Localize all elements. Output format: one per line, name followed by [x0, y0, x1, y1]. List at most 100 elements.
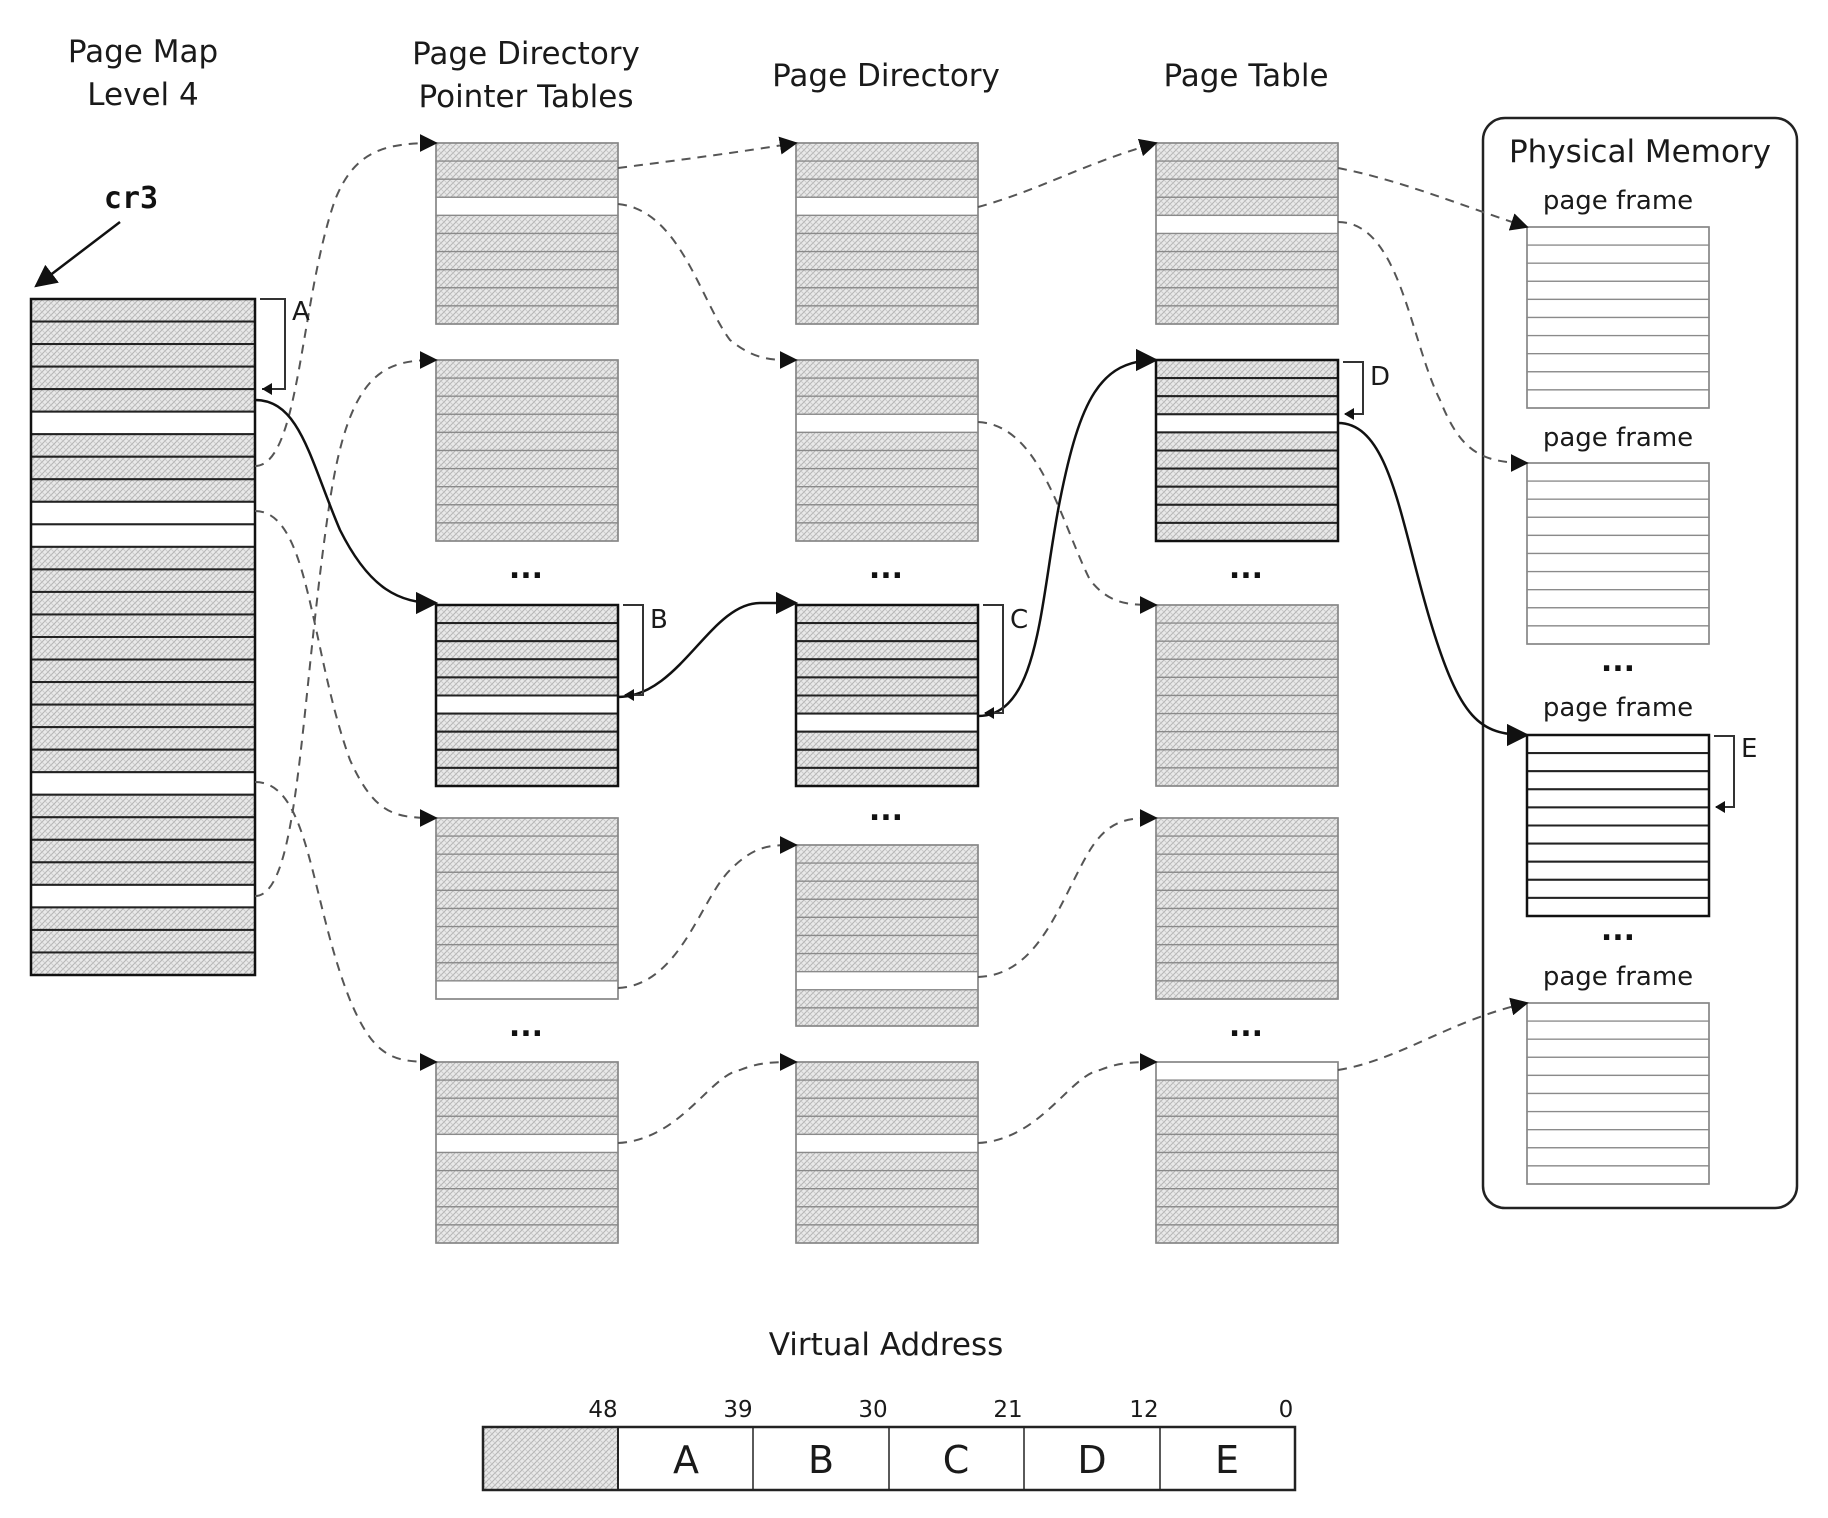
page-frame-3-row — [1526, 806, 1710, 827]
page-frame-3-row — [1526, 752, 1710, 773]
page-frame-1-row — [1526, 371, 1710, 391]
bracket-c — [983, 604, 1004, 714]
pt-table-2-row — [1155, 467, 1339, 488]
column-titles: Page Map Level 4 Page Directory Pointer … — [68, 34, 1329, 115]
pdpt-table-5-row — [435, 1169, 619, 1190]
bracket-b-arrowhead — [624, 689, 634, 701]
pml4-table-row — [30, 365, 256, 391]
pml4-table-row — [30, 906, 256, 931]
pml4-table-row — [30, 748, 256, 774]
pd-table-3-row — [795, 658, 979, 679]
pdpt-table-1-row — [435, 196, 619, 217]
page-frame-1-row — [1526, 353, 1710, 373]
pd-table-4-row — [795, 934, 979, 955]
link-pdpt1-pd2 — [617, 203, 798, 369]
pdpt-table-5-row — [435, 1133, 619, 1154]
ellipsis-pt-1: ... — [1229, 551, 1263, 586]
link-pml4-pdpt2 — [254, 351, 438, 897]
page-frame-2-row — [1526, 480, 1710, 500]
pdpt-title-line2: Pointer Tables — [419, 79, 634, 115]
pml4-table-row — [30, 343, 256, 368]
pdpt-table-4-row — [435, 907, 619, 928]
pd-table-3-row — [795, 640, 979, 661]
va-sign-extension — [483, 1427, 618, 1490]
pd-table-5-row — [795, 1061, 979, 1081]
pdpt-table-2-row — [435, 359, 619, 379]
pml4-table-row — [30, 883, 256, 909]
pt-table-1-row — [1155, 142, 1339, 162]
va-bit-0: 0 — [1279, 1397, 1294, 1423]
bracket-b — [623, 604, 644, 696]
pdpt-table-1-row — [435, 305, 619, 325]
pd-table-1-row — [795, 232, 979, 253]
va-field-d: D — [1077, 1438, 1106, 1482]
pd-table-5-row — [795, 1133, 979, 1154]
pt-table-4-row — [1155, 853, 1339, 873]
va-field-a: A — [673, 1438, 699, 1482]
page-frame-3-row — [1526, 860, 1710, 881]
pdpt-table-2-row — [435, 431, 619, 452]
pml4-table-row — [30, 816, 256, 841]
page-frame-3-row — [1526, 734, 1710, 755]
pdpt-table-5-row — [435, 1097, 619, 1117]
active-path-links — [254, 348, 1530, 747]
pt-table-1-row — [1155, 178, 1339, 198]
pd-table-2-row — [795, 504, 979, 524]
pt-table-2 — [1154, 358, 1340, 543]
active-link-pt-frame — [1337, 421, 1530, 747]
pd-table-5-row — [795, 1151, 979, 1172]
pdpt-table-4-row — [435, 817, 619, 837]
ellipsis-markers: ... ... ... ... ... ... ... ... — [509, 551, 1635, 1044]
pdpt-table-2 — [435, 359, 619, 542]
pd-table-4-border — [795, 844, 979, 1027]
pdpt-table-5 — [435, 1061, 619, 1244]
pt-table-2-row — [1155, 485, 1339, 506]
pt-table-3-row — [1155, 767, 1339, 787]
pd-table-5 — [795, 1061, 979, 1244]
pml4-table-row — [30, 410, 256, 436]
pd-table-4-row — [795, 971, 979, 991]
pd-table-3-row — [795, 694, 979, 715]
pt-table-1-row — [1155, 160, 1339, 180]
link-pdpt4-pd4 — [617, 836, 798, 989]
pdpt-table-1-row — [435, 160, 619, 180]
pd-table-1-row — [795, 250, 979, 271]
link-pd5-pt5 — [977, 1053, 1158, 1144]
pt-table-2-border — [1154, 358, 1340, 543]
pd-table-2-row — [795, 486, 979, 506]
link-pd4-pt4 — [977, 809, 1158, 978]
page-frame-1-row — [1526, 389, 1710, 409]
pt-table-3-row — [1155, 694, 1339, 715]
pd-table-2-row — [795, 449, 979, 470]
pd-table-3-row — [795, 622, 979, 643]
pd-table-5-row — [795, 1206, 979, 1226]
bracket-d-arrowhead — [1344, 408, 1354, 420]
pdpt-table-3-row — [435, 748, 619, 769]
pdpt-table-2-row — [435, 449, 619, 470]
pt-table-5-row — [1155, 1169, 1339, 1190]
page-frame-1-border — [1526, 226, 1710, 409]
pt-table-5-row — [1155, 1061, 1339, 1081]
pdpt-table-1-row — [435, 269, 619, 289]
pd-table-2-row — [795, 522, 979, 542]
page-frame-2-row — [1526, 589, 1710, 609]
physical-memory-title: Physical Memory — [1509, 134, 1771, 170]
bracket-c-arrowhead — [984, 707, 994, 719]
page-frame-3-row — [1526, 770, 1710, 791]
pd-table-3-row — [795, 766, 979, 788]
pdpt-table-3-row — [435, 622, 619, 643]
page-frame-3-row — [1526, 842, 1710, 863]
pd-table-1 — [795, 142, 979, 325]
page-frame-4-row — [1526, 1092, 1710, 1113]
pt-table-5-row — [1155, 1188, 1339, 1208]
pt-table-4-row — [1155, 925, 1339, 946]
pdpt-table-5-border — [435, 1061, 619, 1244]
pt-table-1-row — [1155, 305, 1339, 325]
page-frame-4-row — [1526, 1147, 1710, 1167]
pdpt-table-1-row — [435, 142, 619, 162]
pd-table-1-row — [795, 269, 979, 289]
page-frame-label-4: page frame — [1543, 962, 1693, 992]
pml4-table-row — [30, 793, 256, 819]
pt-table-5-border — [1155, 1061, 1339, 1244]
pt-table-5-row — [1155, 1224, 1339, 1244]
